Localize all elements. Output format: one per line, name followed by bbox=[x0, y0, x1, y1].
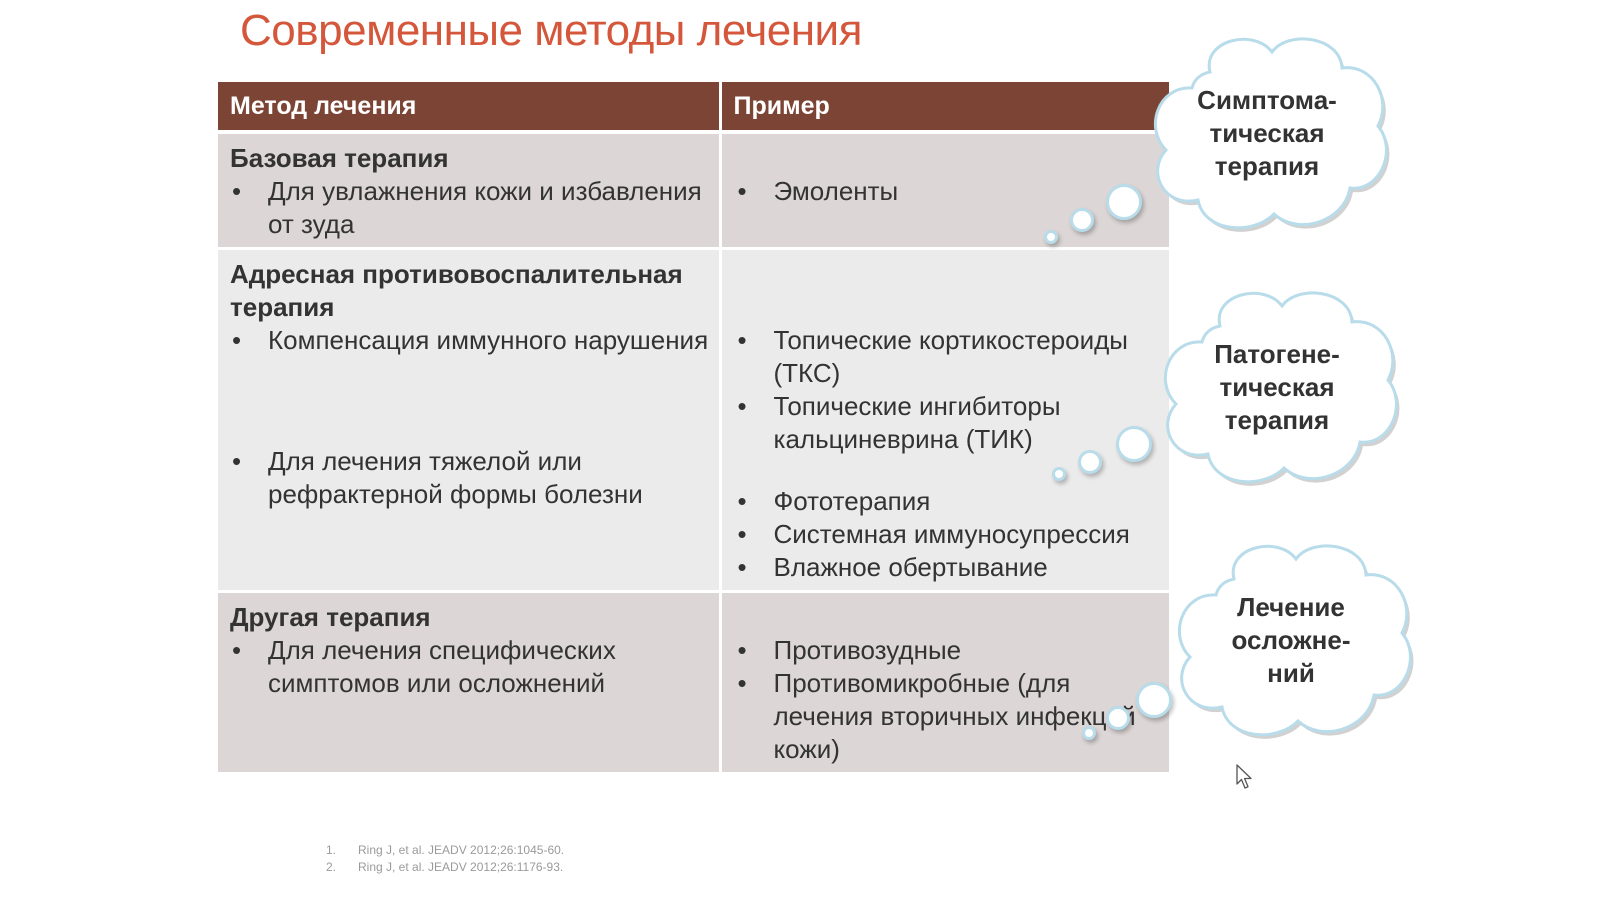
references: 1.Ring J, et al. JEADV 2012;26:1045-60. … bbox=[326, 842, 564, 876]
reference-text: Ring J, et al. JEADV 2012;26:1176-93. bbox=[358, 860, 564, 874]
header-method: Метод лечения bbox=[218, 82, 722, 134]
cloud-shape-icon bbox=[1164, 291, 1400, 486]
cloud-label: Лечение осложне- ний bbox=[1231, 591, 1351, 688]
cloud-label: Патогене- тическая терапия bbox=[1214, 338, 1340, 435]
method-item: Компенсация иммунного нарушения bbox=[230, 324, 719, 357]
method-list: Компенсация иммунного нарушения bbox=[230, 324, 719, 357]
cloud-pathogenetic: Патогене- тическая терапия bbox=[1152, 282, 1402, 492]
method-cell: Другая терапия Для лечения специфических… bbox=[218, 591, 722, 775]
cloud-shape-icon bbox=[1178, 544, 1414, 739]
method-title: Другая терапия bbox=[230, 602, 431, 632]
method-cell: Базовая терапия Для увлажнения кожи и из… bbox=[218, 132, 722, 250]
table-header-row: Метод лечения Пример bbox=[218, 82, 1172, 134]
mouse-pointer-icon bbox=[1236, 764, 1252, 789]
header-example: Пример bbox=[720, 82, 1172, 134]
slide-title: Современные методы лечения bbox=[240, 6, 862, 55]
thought-bubble bbox=[1106, 706, 1130, 730]
cloud-complications: Лечение осложне- ний bbox=[1166, 535, 1416, 745]
example-cell: Противозудные Противомикробные (для лече… bbox=[720, 591, 1172, 775]
thought-bubble bbox=[1116, 426, 1152, 462]
example-list: Топические кортикостероиды (ТКС) Топичес… bbox=[736, 324, 1169, 456]
reference-item: 2. Ring J, et al. JEADV 2012;26:1176-93. bbox=[326, 859, 564, 876]
example-list: Эмоленты bbox=[736, 175, 1169, 208]
thought-bubble bbox=[1082, 726, 1096, 740]
reference-item: 1. Ring J, et al. JEADV 2012;26:1045-60. bbox=[326, 842, 564, 859]
example-item: Влажное обертывание bbox=[736, 551, 1169, 584]
cloud-symptomatic: Симптома- тическая терапия bbox=[1142, 28, 1392, 238]
example-item: Топические ингибиторы кальциневрина (ТИК… bbox=[736, 390, 1169, 456]
thought-bubble bbox=[1044, 230, 1058, 244]
cloud-label: Симптома- тическая терапия bbox=[1197, 84, 1337, 181]
thought-bubble bbox=[1052, 467, 1066, 481]
thought-bubble bbox=[1070, 208, 1094, 232]
example-item: Противомикробные (для лечения вторичных … bbox=[736, 667, 1169, 766]
method-list: Для увлажнения кожи и избавления от зуда bbox=[230, 175, 719, 241]
reference-number: 2. bbox=[326, 860, 337, 874]
example-cell: Топические кортикостероиды (ТКС) Топичес… bbox=[720, 248, 1172, 593]
treatment-table: Метод лечения Пример Базовая терапия Для… bbox=[218, 82, 1172, 775]
table-row: Базовая терапия Для увлажнения кожи и из… bbox=[218, 132, 1172, 250]
example-cell: Эмоленты bbox=[720, 132, 1172, 250]
table-row: Адресная противовоспалительная терапия К… bbox=[218, 248, 1172, 593]
thought-bubble bbox=[1136, 682, 1172, 718]
example-item: Топические кортикостероиды (ТКС) bbox=[736, 324, 1169, 390]
example-item: Противозудные bbox=[736, 634, 1169, 667]
method-item: Для лечения тяжелой или рефрактерной фор… bbox=[230, 445, 719, 511]
example-item: Системная иммуносупрессия bbox=[736, 518, 1169, 551]
method-item: Для увлажнения кожи и избавления от зуда bbox=[230, 175, 719, 241]
cloud-shape-icon bbox=[1154, 37, 1390, 232]
reference-text: Ring J, et al. JEADV 2012;26:1045-60. bbox=[358, 843, 565, 857]
method-item: Для лечения специфических симптомов или … bbox=[230, 634, 719, 700]
method-cell: Адресная противовоспалительная терапия К… bbox=[218, 248, 722, 593]
method-list: Для лечения специфических симптомов или … bbox=[230, 634, 719, 700]
thought-bubble bbox=[1106, 184, 1142, 220]
reference-number: 1. bbox=[326, 843, 337, 857]
method-list: Для лечения тяжелой или рефрактерной фор… bbox=[230, 445, 719, 511]
example-item: Эмоленты bbox=[736, 175, 1169, 208]
example-list: Противозудные Противомикробные (для лече… bbox=[736, 634, 1169, 766]
method-title: Базовая терапия bbox=[230, 143, 449, 173]
table-row: Другая терапия Для лечения специфических… bbox=[218, 591, 1172, 775]
example-item: Фототерапия bbox=[736, 485, 1169, 518]
thought-bubble bbox=[1078, 450, 1102, 474]
example-list: Фототерапия Системная иммуносупрессия Вл… bbox=[736, 485, 1169, 584]
method-title: Адресная противовоспалительная терапия bbox=[230, 259, 683, 322]
